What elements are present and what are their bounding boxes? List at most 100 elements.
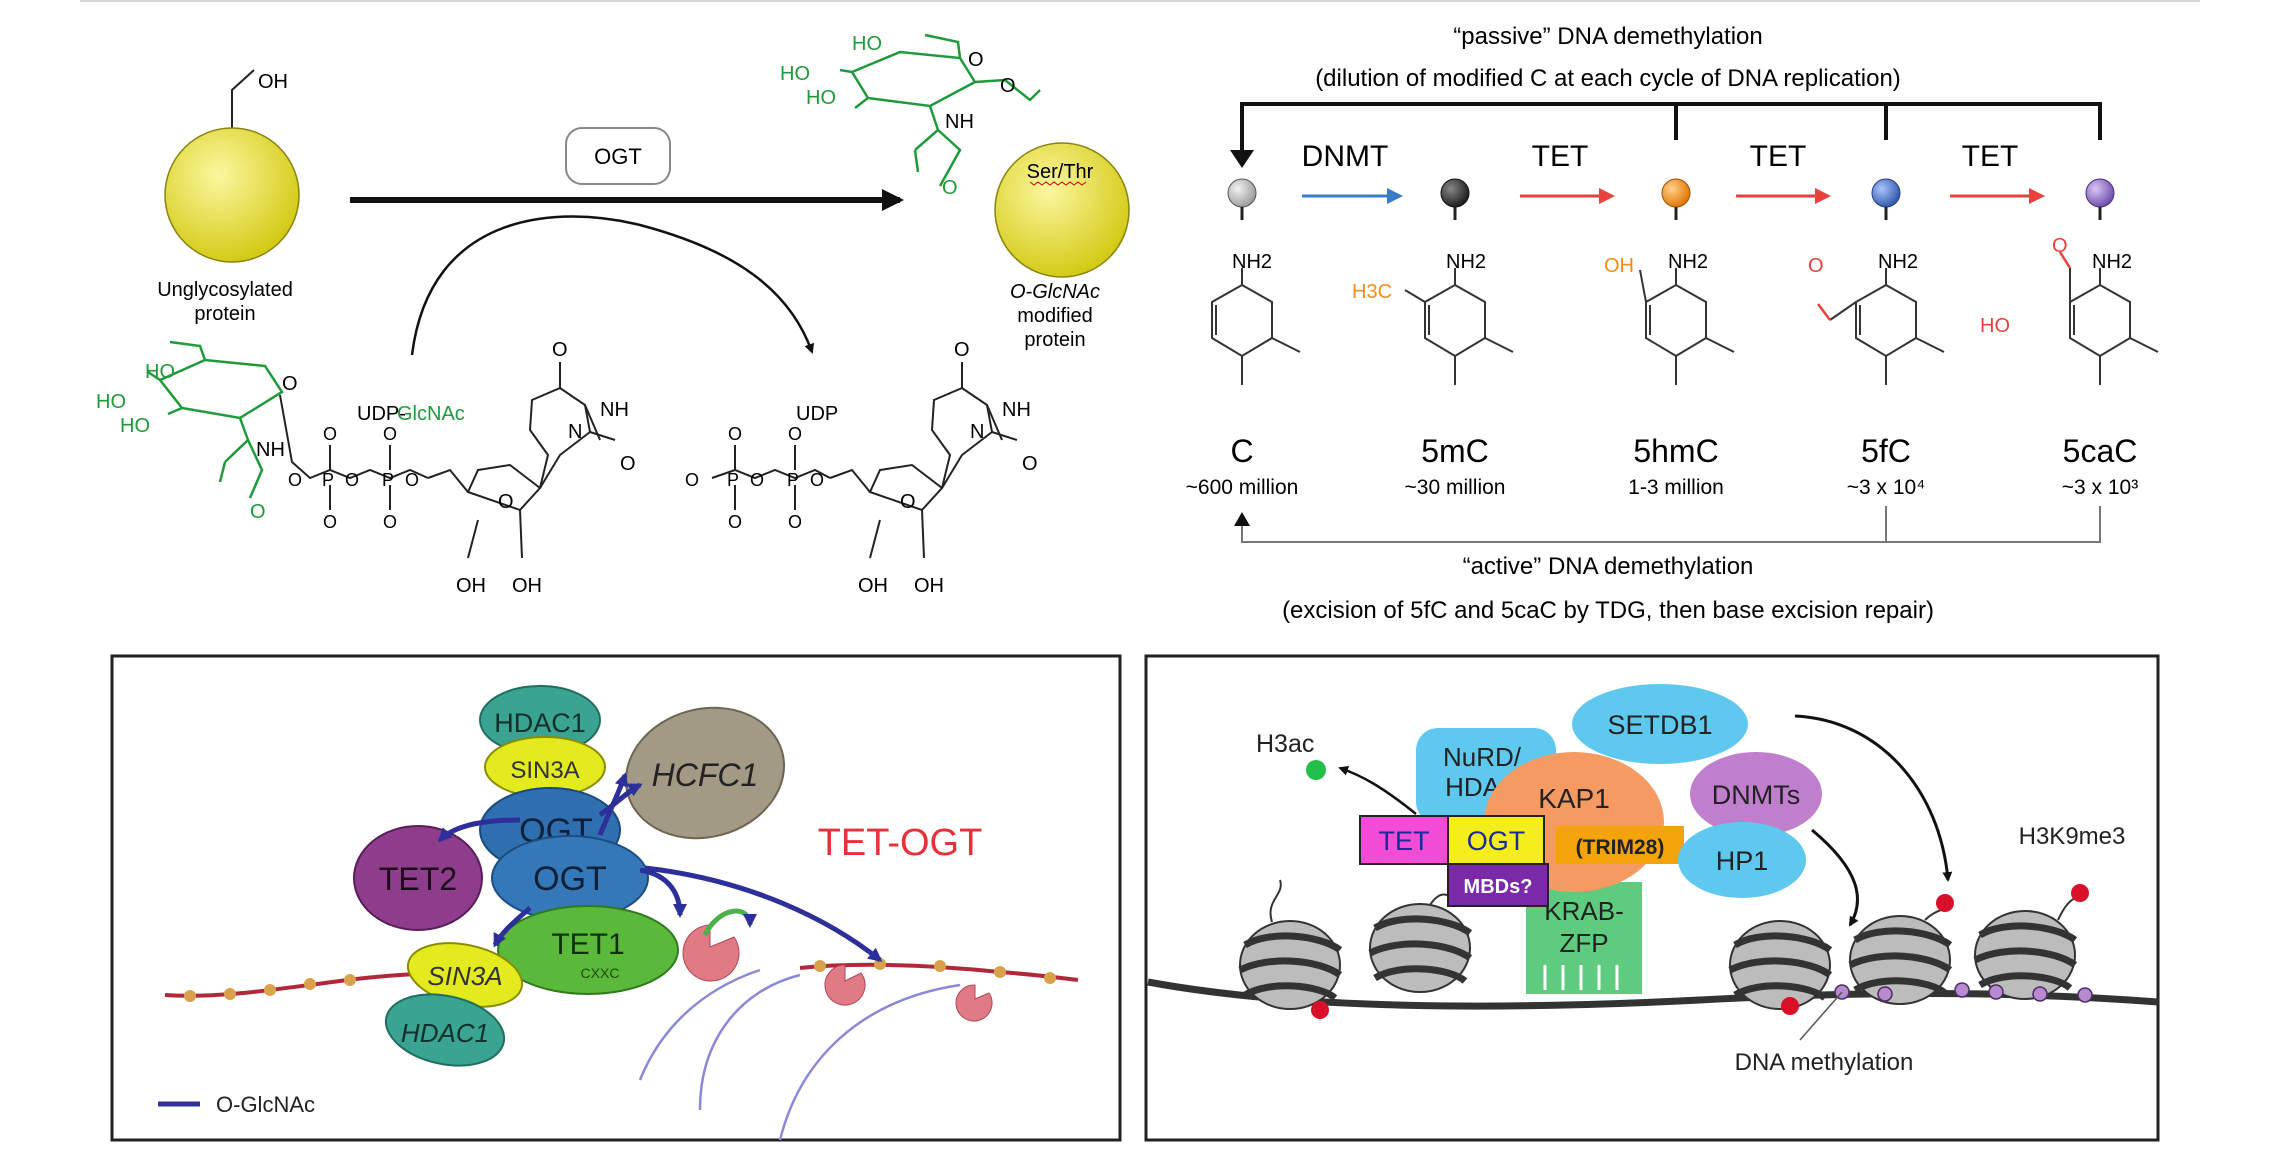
prod-ribose-oh-1: OH <box>858 575 888 597</box>
sub-o-3: O <box>405 470 419 490</box>
top-divider <box>80 0 2200 2</box>
krab-label-2: ZFP <box>1559 928 1608 958</box>
active-arrowhead <box>1234 512 1250 526</box>
tet-label-3: TET <box>1962 140 2019 173</box>
prod-o-6: O <box>728 512 742 532</box>
dna-methylation-marks <box>1834 982 2093 1003</box>
hydroxyl-bond <box>231 69 255 140</box>
dna-cpg-stars <box>184 958 1056 1002</box>
substrate-ring-o: O <box>282 373 298 395</box>
ogt-enzyme-box <box>565 127 671 185</box>
ogt-enzyme-label: OGT <box>594 144 642 169</box>
setdb1-blob <box>1572 684 1748 764</box>
h3ac-label: H3ac <box>1256 730 1314 758</box>
legend-label: O-GlcNAc <box>216 1092 315 1117</box>
tet-label-2: TET <box>1750 140 1807 173</box>
mbds-box-label: MBDs? <box>1464 876 1533 898</box>
base-name: 5caC <box>2063 433 2138 469</box>
sub-o-2: O <box>345 470 359 490</box>
substrate-ho-2: HO <box>96 391 126 413</box>
methyl-label: H3C <box>1352 281 1392 303</box>
tet-ogt-panel: HDAC1 HCFC1 SIN3A OGT TET2 OGT TET1 CXXC… <box>110 654 1122 1142</box>
h3ac-dot <box>1306 760 1326 780</box>
lollipop-5mc <box>1440 178 1470 220</box>
hmc-nh2: NH2 <box>1668 251 1708 273</box>
ogt-front-label: OGT <box>533 860 607 898</box>
product-ho-3: HO <box>806 87 836 109</box>
formyl-o-bond <box>1817 303 1831 321</box>
product-ring-o: O <box>968 49 984 71</box>
mbds-box <box>1447 863 1549 907</box>
protein-tail-3 <box>778 983 961 1141</box>
prod-o-3: O <box>810 470 824 490</box>
active-bracket <box>1241 506 2101 543</box>
diphosphate-substrate <box>279 394 429 510</box>
passive-title: “passive” DNA demethylation <box>1453 23 1762 50</box>
hp1-blob <box>1678 822 1806 898</box>
prod-o-5: O <box>788 424 802 444</box>
ogt-box <box>1447 815 1545 865</box>
trim28-label: (TRIM28) <box>1576 836 1665 859</box>
prod-uracil-o-bottom: O <box>1022 453 1038 475</box>
modified-label-1: O-GlcNAc <box>1010 281 1100 303</box>
base-count: 1-3 million <box>1628 476 1724 499</box>
hdac1-bottom-blob <box>384 993 506 1067</box>
unglycosylated-label-1: Unglycosylated <box>157 279 293 301</box>
tet-box-label: TET <box>1379 826 1430 856</box>
tet-box <box>1359 815 1449 865</box>
lollipop-5fc <box>1871 178 1901 220</box>
cxxc-label: CXXC <box>581 965 620 981</box>
tet2-label: TET2 <box>379 861 457 897</box>
tet-label-1: TET <box>1532 140 1589 173</box>
sub-o-6: O <box>323 512 337 532</box>
hp1-label: HP1 <box>1716 846 1769 876</box>
cofactor-arrow <box>410 215 815 356</box>
prod-o-minus: O <box>685 470 699 490</box>
carboxyl-o-bond <box>2058 251 2072 269</box>
dna-methylation-label: DNA methylation <box>1735 1049 1914 1076</box>
passive-subtitle: (dilution of modified C at each cycle of… <box>1315 65 1901 92</box>
pyrimidine-structures <box>1211 268 2159 385</box>
product-nh: NH <box>945 111 974 133</box>
nucleosome-1 <box>1238 879 1343 1010</box>
carboxyl-o: O <box>2052 235 2068 257</box>
product-ho-2: HO <box>780 63 810 85</box>
hdac1-bottom-label: HDAC1 <box>401 1018 489 1048</box>
dnmt-to-dna-arrow <box>1811 828 1859 927</box>
uracil-n: N <box>568 421 582 443</box>
hydroxymethyl-oh: OH <box>1604 255 1634 277</box>
sub-o-5: O <box>383 424 397 444</box>
demethylation-panel: “passive” DNA demethylation (dilution of… <box>1186 23 2159 624</box>
mc-nh2: NH2 <box>1446 251 1486 273</box>
nurd-label-1: NuRD/ <box>1443 742 1522 772</box>
ribose-oh-1: OH <box>456 575 486 597</box>
nucleosome-2 <box>1368 893 1473 993</box>
sub-o-1: O <box>288 470 302 490</box>
target-protein-3 <box>955 984 993 1022</box>
substrate-ho-3: HO <box>120 415 150 437</box>
uridine-substrate <box>427 362 616 559</box>
carboxyl-ho: HO <box>1980 315 2010 337</box>
ribose-oh-2: OH <box>512 575 542 597</box>
h3k9me3-label: H3K9me3 <box>2019 823 2126 850</box>
base-count: ~30 million <box>1405 476 1506 499</box>
base-count: ~3 x 10³ <box>2062 476 2138 499</box>
sub-p-1: P <box>322 470 334 490</box>
trim28-band <box>1556 826 1684 864</box>
dnmts-blob <box>1690 752 1822 836</box>
nucleosome-3 <box>1728 920 1833 1010</box>
base-name: 5hmC <box>1633 433 1718 469</box>
tet-ogt-title: TET-OGT <box>818 822 983 864</box>
hcfc1-label: HCFC1 <box>652 757 759 793</box>
kap1-label: KAP1 <box>1538 783 1610 814</box>
base-name: 5mC <box>1421 433 1489 469</box>
sub-p-2: P <box>382 470 394 490</box>
c-nh2: NH2 <box>1232 251 1272 273</box>
glcnac-ring-product <box>839 33 1041 187</box>
target-protein-1 <box>682 924 740 982</box>
active-subtitle: (excision of 5fC and 5caC by TDG, then b… <box>1282 597 1934 624</box>
modified-label-2: modified <box>1017 305 1093 327</box>
lollipop-5hmc <box>1661 178 1691 220</box>
unglycosylated-label-2: protein <box>194 303 255 325</box>
